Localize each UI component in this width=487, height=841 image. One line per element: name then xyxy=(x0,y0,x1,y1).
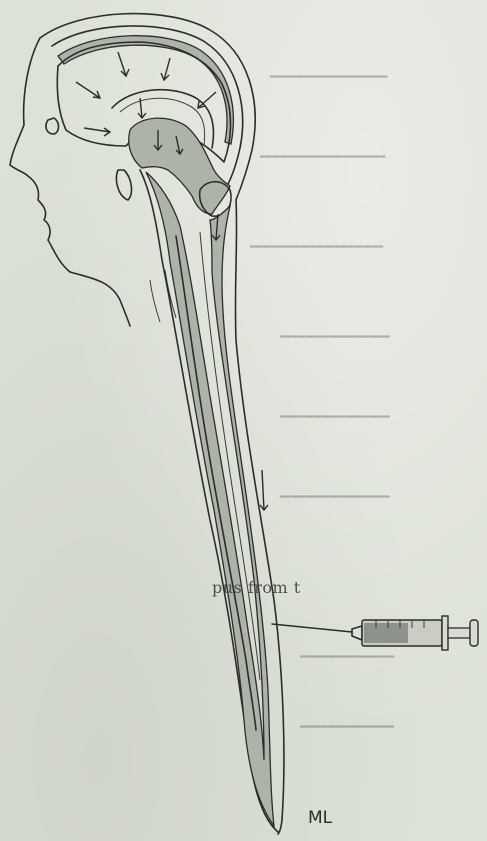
syringe-tip xyxy=(352,626,362,640)
syringe-fluid xyxy=(364,623,408,643)
sinus-cavity xyxy=(46,118,59,134)
artist-signature: ML xyxy=(308,808,332,828)
text-fragment: pus from t xyxy=(212,578,301,597)
face-profile xyxy=(10,38,130,326)
syringe-plunger-cap xyxy=(470,620,478,646)
syringe xyxy=(272,616,478,650)
syringe-plunger-rod xyxy=(448,628,470,638)
syringe-needle xyxy=(272,624,352,632)
ear-cavity xyxy=(116,170,131,200)
neck-line xyxy=(150,280,160,322)
syringe-flange xyxy=(442,616,448,650)
ventricle-system xyxy=(129,118,230,214)
